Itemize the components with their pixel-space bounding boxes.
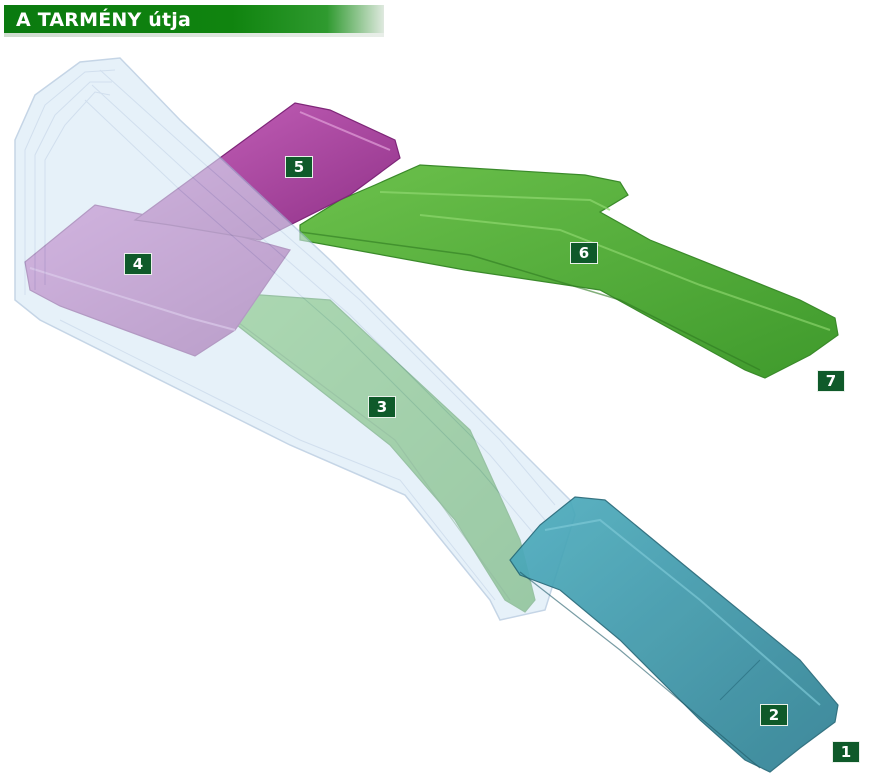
teal-channel — [509, 496, 839, 773]
marker-1: 1 — [832, 741, 860, 763]
marker-2: 2 — [760, 704, 788, 726]
header-title: A TARMÉNY útja — [16, 9, 192, 31]
marker-3: 3 — [368, 396, 396, 418]
marker-7: 7 — [817, 370, 845, 392]
header-bar: A TARMÉNY útja — [4, 5, 384, 37]
marker-4: 4 — [124, 253, 152, 275]
green-upper-channel — [299, 164, 839, 379]
marker-6: 6 — [570, 242, 598, 264]
header-underline — [4, 33, 384, 37]
marker-5: 5 — [285, 156, 313, 178]
